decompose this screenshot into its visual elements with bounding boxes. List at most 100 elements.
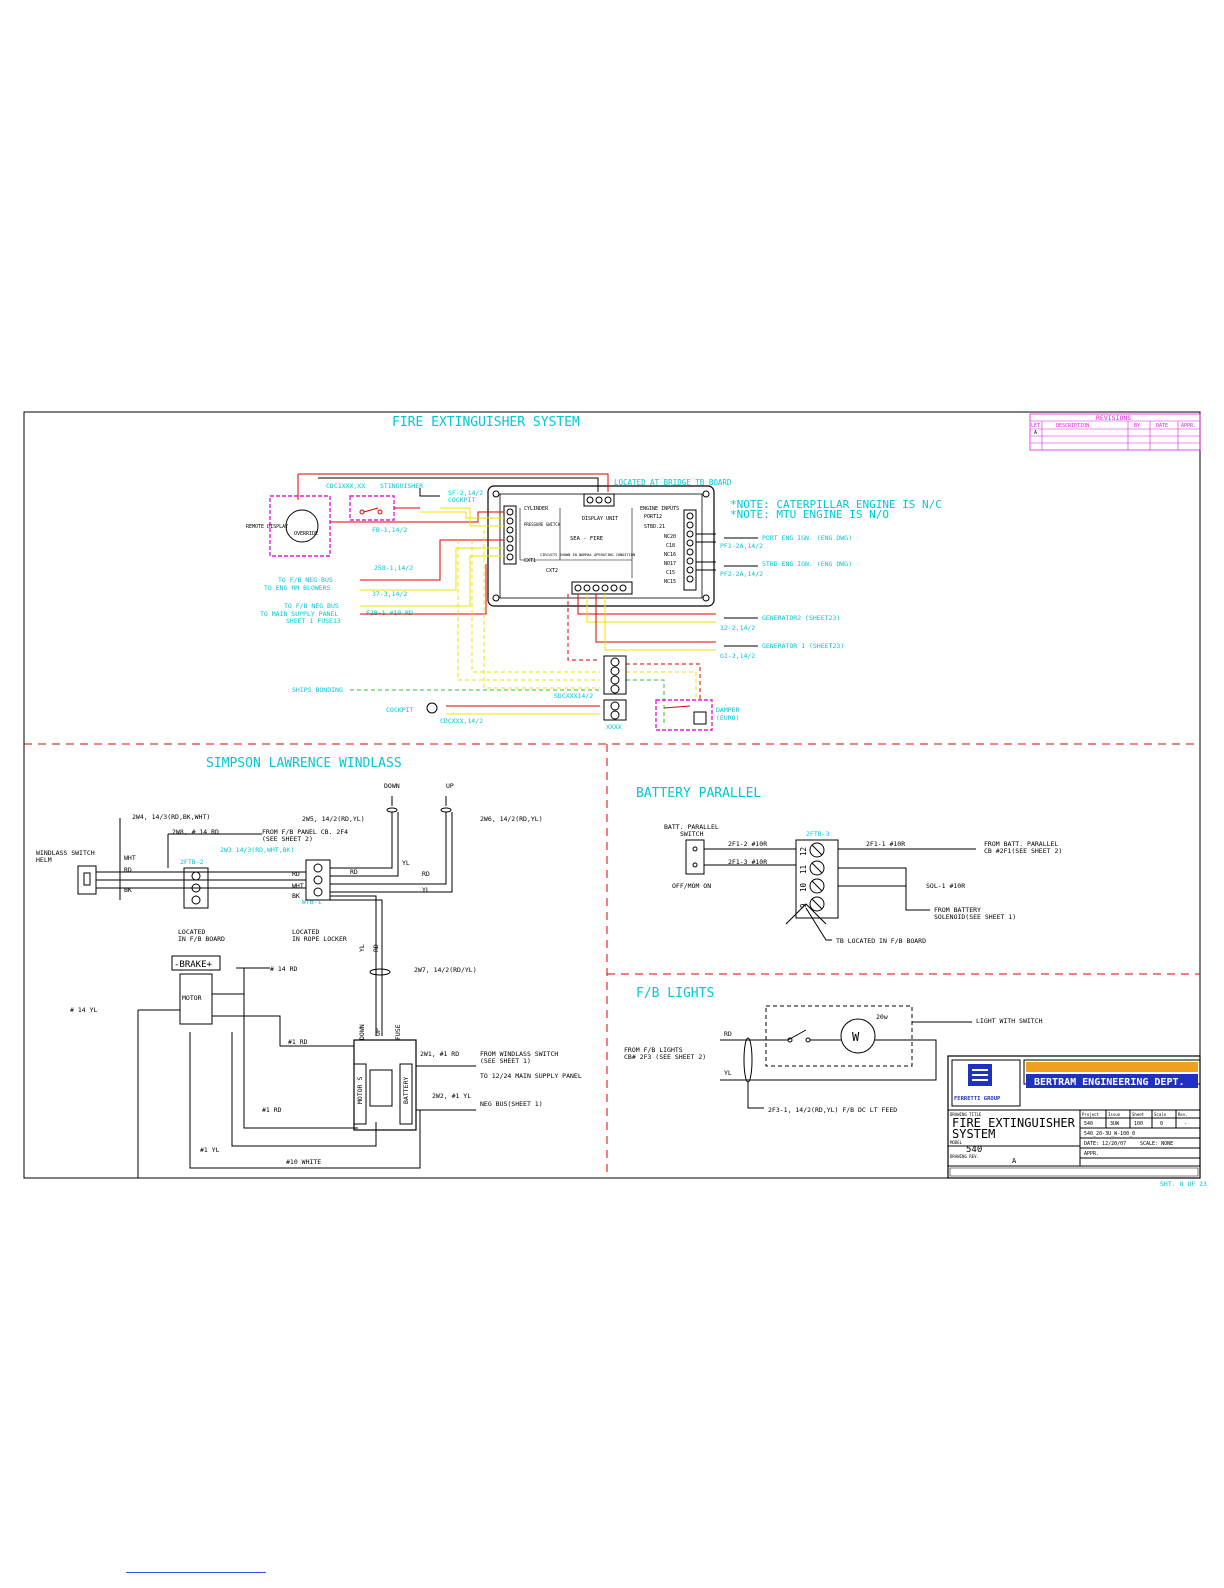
rd-label: RD	[124, 866, 132, 874]
rd1-label-1: #1 RD	[288, 1038, 308, 1046]
rope-terminal-block	[305, 859, 331, 901]
footer-link-underline[interactable]	[126, 1572, 266, 1573]
rd-rotated: RD	[372, 944, 380, 952]
stinguisher-switch-box	[349, 495, 395, 521]
lights-from-1: FROM F/B LIGHTS	[624, 1046, 683, 1054]
cdcxxx-label: CDCXXX,14/2	[440, 717, 483, 725]
remote-display-box	[269, 495, 331, 557]
stbd21-label: STBD.21	[644, 524, 665, 530]
rev-value: A	[1012, 1157, 1017, 1165]
up-label: UP	[446, 782, 454, 790]
sf-label: SF-2,14/2	[448, 489, 483, 497]
brake-label: -BRAKE+	[174, 960, 213, 970]
lights-cable-label: 2F3-1, 14/2(RD,YL) F/B DC LT FEED	[768, 1106, 897, 1114]
tb-val-scale: 0	[1160, 1121, 1163, 1127]
terminal-strip-bottom	[571, 581, 633, 595]
rev-letter-a: A	[1034, 430, 1037, 436]
cockpit-indicator	[426, 702, 438, 714]
light-switch-label: LIGHT WITH SWITCH	[976, 1017, 1043, 1025]
tb-legal-strip	[949, 1167, 1199, 1177]
tb-approved: APPR.	[1084, 1151, 1099, 1157]
no17-label: NO17	[664, 561, 676, 567]
g11-label: G1-2,14/2	[720, 652, 755, 660]
damper-label-1: DAMPER	[716, 706, 740, 714]
display-unit-label: DISPLAY UNIT	[582, 516, 618, 522]
pressure-switch-label: PRESSURE SWITCH	[524, 522, 561, 527]
terminal-strip-top	[583, 493, 615, 507]
white10-label: #10 WHITE	[286, 1158, 321, 1166]
yl-rotated: YL	[358, 944, 366, 952]
brake-box	[171, 955, 221, 971]
neg-bus-2c: SHEET 1 FUSE13	[286, 617, 341, 625]
yl1-label: #1 YL	[200, 1146, 220, 1154]
ferretti-logo	[951, 1059, 1021, 1107]
loc-fb-2: IN F/B BOARD	[178, 935, 225, 943]
tb-scale: SCALE: NONE	[1140, 1141, 1173, 1147]
tb3-label: 2FTB-3	[806, 830, 830, 838]
down-label: DOWN	[384, 782, 400, 790]
batt-parallel-switch	[685, 839, 705, 875]
watt-label: 20w	[876, 1013, 888, 1021]
fire-section-title: FIRE EXTINGUISHER SYSTEM	[392, 415, 580, 430]
rev-header-desc: DESCRIPTION	[1056, 423, 1089, 429]
tb-hdr-sheet: Sheet	[1132, 1112, 1145, 1117]
lights-yl: YL	[724, 1069, 732, 1077]
battery-section-title: BATTERY PARALLEL	[636, 786, 761, 801]
bk-label: BK	[124, 886, 132, 894]
fire-extinguisher-diagram: DISPLAY UNIT CYLINDER PRESSURE SWITCH SE…	[246, 473, 942, 731]
neg-bus-label: NEG BUS(SHEET 1)	[480, 1100, 543, 1108]
neg-bus-1b: TO ENG RM BLOWERS	[264, 584, 331, 592]
sea-fire-label: SEA - FIRE	[570, 536, 603, 542]
lights-wiring	[720, 1021, 972, 1109]
term-10: 10	[799, 882, 808, 892]
from-switch-2: (SEE SHEET 1)	[480, 1057, 531, 1065]
light-bulb-icon	[840, 1018, 876, 1054]
tb-file: 540_20-3U_W-100_0	[1084, 1131, 1135, 1137]
w5-label: 2W5, 14/2(RD,YL)	[302, 815, 365, 823]
revisions-title: REVISIONS	[1096, 414, 1131, 422]
engine-inputs-label: ENGINE INPUTS	[640, 506, 679, 512]
loc-rope-1: LOCATED	[292, 928, 319, 936]
sol-label: SOL-1 #10R	[926, 882, 965, 890]
loc-fb-1: LOCATED	[178, 928, 205, 936]
xxxx-label: XXXX	[606, 723, 622, 731]
gen2-label: GENERATOR2 (SHEET23)	[762, 614, 840, 622]
fb-lights-diagram: W 20w LIGHT WITH SWITCH FROM F/B LIGHTS …	[624, 1005, 1043, 1114]
from-switch-1: FROM WINDLASS SWITCH	[480, 1050, 558, 1058]
batt-from-2: CB #2F1(SEE SHEET 2)	[984, 847, 1062, 855]
damper-box	[655, 699, 713, 731]
drawing-title-2: SYSTEM	[952, 1127, 995, 1141]
rev-header-let: LET.	[1031, 423, 1043, 429]
w4-label: 2W4, 14/3(RD,BK,WHT)	[132, 813, 210, 821]
windlass-wiring	[96, 796, 476, 1178]
note-mtu: *NOTE: MTU ENGINE IS N/O	[730, 508, 889, 521]
f11-label: 2F1-1 #10R	[866, 840, 905, 848]
f12-label: 2F1-2 #10R	[728, 840, 767, 848]
rd1-label-2: #1 RD	[262, 1106, 282, 1114]
sol-from-1: FROM BATTERY	[934, 906, 981, 914]
c15-label: C15	[666, 570, 675, 576]
w8-label: 2W8, # 14 RD	[172, 828, 219, 836]
batt-switch-label-1: BATT. PARALLEL	[664, 823, 719, 831]
located-bridge-label: LOCATED AT BRIDGE TB BOARD	[614, 478, 732, 487]
motor-box	[179, 973, 213, 1025]
tb-hdr-scale: Scale	[1154, 1112, 1167, 1117]
nc15-label: NC15	[664, 579, 676, 585]
rev-header-appr: APPR.	[1181, 423, 1196, 429]
drawing-title-label: DRAWING TITLE	[950, 1112, 982, 1117]
neg-bus-1a: TO F/B NEG BUS	[278, 576, 333, 584]
sdc-label: SDCXXX14/2	[554, 692, 593, 700]
stbd-ign-label: STBD ENG IGN. (ENG DWG)	[762, 560, 852, 568]
loc-rope-2: IN ROPE LOCKER	[292, 935, 347, 943]
rev-header-by: BY	[1134, 423, 1140, 429]
damper-label-2: (EURO)	[716, 714, 739, 722]
down-rotated: DOWN	[358, 1024, 366, 1040]
tb-date: DATE: 12/20/07	[1084, 1141, 1126, 1147]
to-main-label: TO 12/24 MAIN SUPPLY PANEL	[480, 1072, 582, 1080]
from-panel-1: FROM F/B PANEL CB. 2F4	[262, 828, 348, 836]
stinguisher-label: STINGUISHER	[380, 482, 423, 490]
wht-rope: WHT	[292, 882, 304, 890]
fire-terminal-block	[603, 655, 627, 721]
tb-val-issue: 3UW	[1110, 1121, 1120, 1127]
